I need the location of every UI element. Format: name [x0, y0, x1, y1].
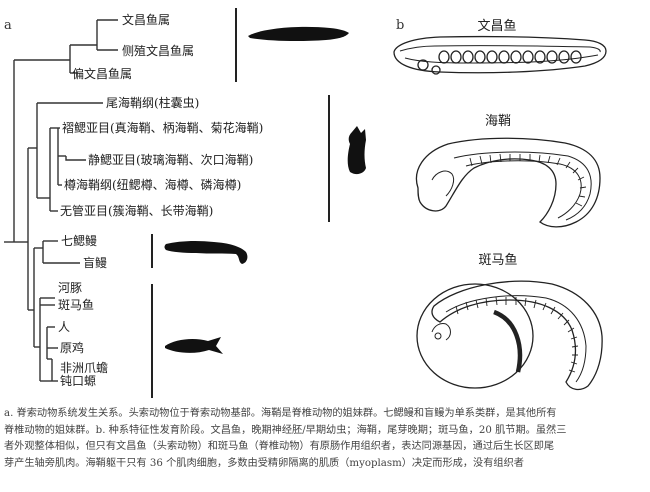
taxon-hagfish: 盲鳗 — [83, 255, 107, 270]
taxon-pufferfish: 河豚 — [58, 281, 82, 295]
amphioxus-title: 文昌鱼 — [477, 18, 516, 34]
sea-squirt-silhouette — [347, 126, 366, 175]
taxon-appendicularia: 尾海鞘纲(柱囊虫) — [106, 95, 199, 110]
caption-line: 者外观整体相似，但只有文昌鱼（头索动物）和斑马鱼（脊椎动物）有原肠作用组织者，表… — [4, 441, 555, 452]
zebrafish-title: 斑马鱼 — [478, 252, 517, 268]
figure-caption: a. 脊索动物系统发生关系。头索动物位于脊索动物基部。海鞘是脊椎动物的姐妹群。七… — [4, 406, 648, 472]
taxon-pleurogona: 褶鳃亚目(真海鞘、柄海鞘、菊花海鞘) — [62, 120, 263, 135]
panel-b-label: b — [396, 18, 404, 33]
ascidian-title: 海鞘 — [485, 114, 511, 129]
caption-line: a. 脊索动物系统发生关系。头索动物位于脊索动物基部。海鞘是脊椎动物的姐妹群。七… — [4, 408, 557, 419]
amphioxus-silhouette — [248, 26, 349, 42]
panel-a-label: a — [4, 18, 12, 33]
phylogenetic-tree — [4, 19, 118, 382]
taxon-epigonichthys: 侧殖文昌鱼属 — [122, 43, 194, 58]
caption-line: 芽产生轴旁肌肉。海鞘躯干只有 36 个肌肉细胞，多数由受精卵隔离的肌质（myop… — [4, 457, 524, 469]
amphioxus-larva-drawing — [393, 35, 607, 75]
taxon-branchiostoma: 文昌鱼属 — [122, 12, 170, 27]
taxon-phlebobranchia: 静鳃亚目(玻璃海鞘、次口海鞘) — [88, 152, 253, 167]
taxon-xenopus: 非洲爪蟾 — [60, 361, 108, 375]
taxon-lamprey: 七鳃鳗 — [61, 234, 97, 248]
taxon-thaliacea: 樽海鞘纲(纽鳃樽、海樽、磷海樽) — [64, 177, 241, 192]
taxon-asymmetron: 偏文昌鱼属 — [72, 66, 132, 81]
lamprey-silhouette — [164, 240, 248, 264]
taxon-zebrafish: 斑马鱼 — [58, 298, 94, 312]
zebrafish-embryo-drawing — [416, 280, 603, 391]
caption-line: 脊椎动物的姐妹群。b. 种系特征性发育阶段。文昌鱼，晚期神经胚/早期幼虫；海鞘，… — [4, 424, 567, 436]
zebrafish-silhouette — [165, 337, 223, 354]
taxon-axolotl: 钝口螈 — [60, 373, 96, 388]
ascidian-tailbud-drawing — [415, 137, 601, 228]
taxon-human: 人 — [58, 320, 70, 334]
taxon-chicken: 原鸡 — [60, 340, 84, 355]
taxon-aplousobranchia: 无管亚目(簇海鞘、长带海鞘) — [60, 203, 213, 218]
